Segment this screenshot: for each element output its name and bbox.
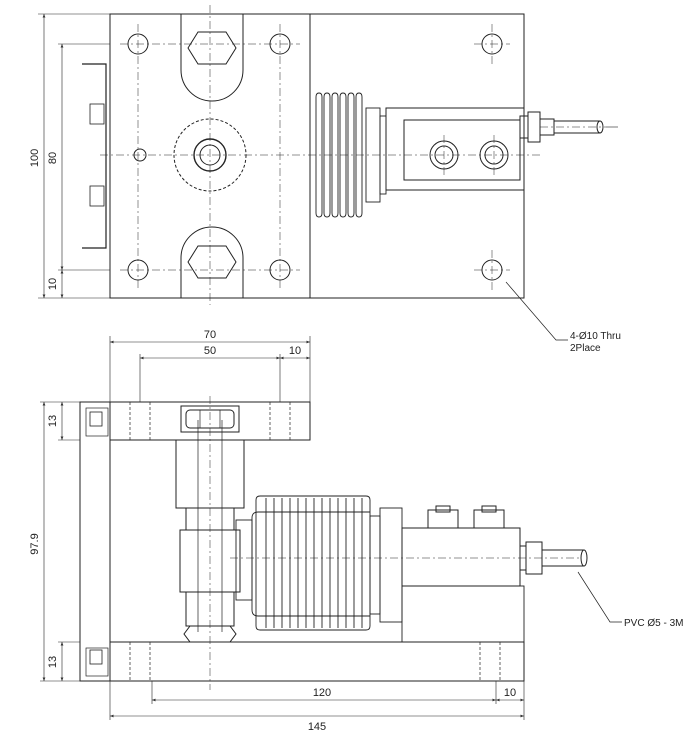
dim-145: 145 (308, 721, 326, 733)
dim-50: 50 (204, 345, 216, 357)
top-view (38, 5, 618, 341)
dim-13-top: 13 (47, 415, 59, 427)
dim-10-front: 10 (289, 345, 301, 357)
front-bellows (235, 495, 403, 631)
top-bellows (315, 92, 387, 218)
holes-note-line1: 4-Ø10 Thru (570, 331, 621, 342)
dim-70: 70 (204, 329, 216, 341)
dim-80: 80 (47, 152, 59, 164)
front-view (40, 336, 622, 720)
dim-120: 120 (313, 687, 331, 699)
dim-97-9: 97.9 (29, 533, 41, 554)
cable-note: PVC Ø5 - 3M (624, 618, 683, 629)
top-loadcell-body (385, 107, 525, 191)
front-base-plate (109, 641, 525, 682)
dim-100: 100 (29, 149, 41, 167)
front-loadcell-body (401, 527, 521, 587)
dim-10-base: 10 (504, 687, 516, 699)
dim-10-top: 10 (47, 278, 59, 290)
holes-note-line2: 2Place (570, 343, 601, 354)
dim-13-bottom: 13 (47, 656, 59, 668)
